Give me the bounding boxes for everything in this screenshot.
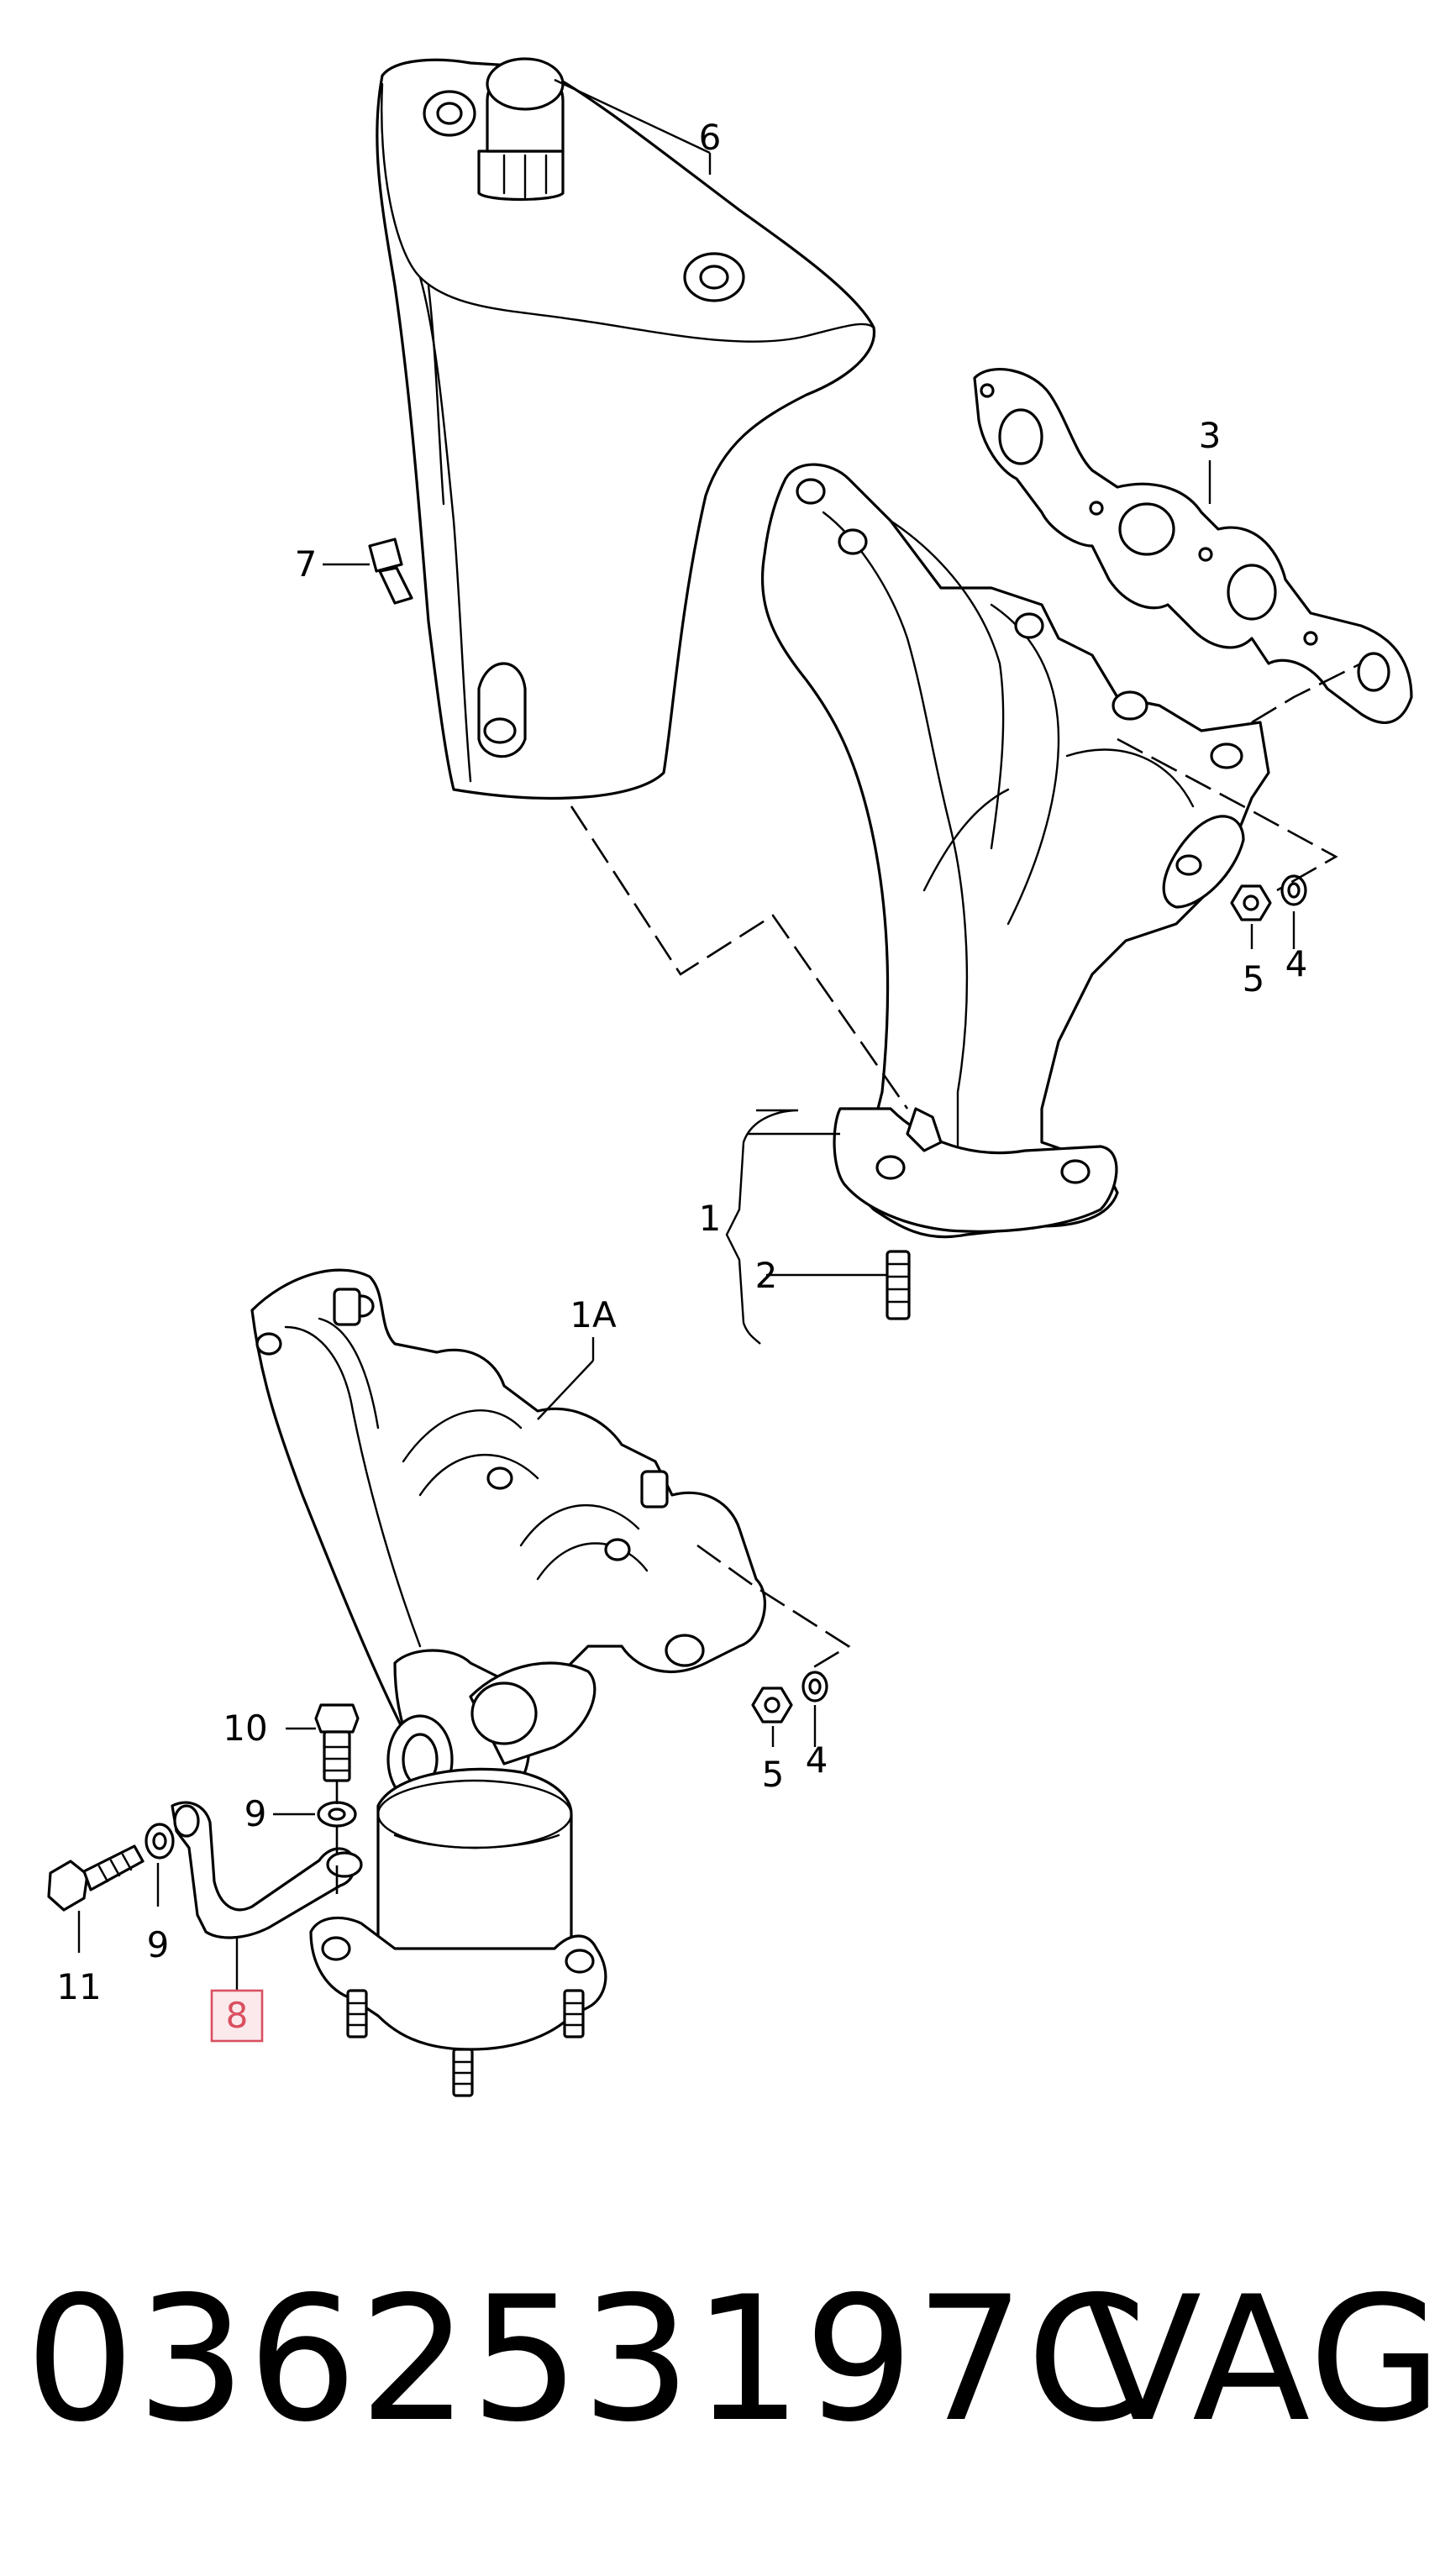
heat-shield — [376, 57, 876, 800]
nut-and-washer-top — [1230, 874, 1307, 921]
callout-8: 8 — [226, 1995, 249, 2036]
callout-5-bottom: 5 — [762, 1754, 785, 1795]
bolt-upper — [368, 538, 413, 605]
exploded-parts-diagram: 6 3 7 5 4 1 2 1A 10 9 9 11 5 4 8 — [47, 57, 1413, 2097]
highlight-box-8 — [210, 1989, 264, 2043]
callout-11: 11 — [56, 1966, 101, 2007]
leader-lines — [77, 78, 1295, 1991]
callout-labels: 6 3 7 5 4 1 2 1A 10 9 9 11 5 4 8 — [56, 117, 1308, 2043]
assembly-dashed-lines — [335, 662, 1362, 1898]
bolt-11-and-washer — [47, 1823, 175, 1912]
nut-and-washer-bottom — [751, 1671, 828, 1723]
callout-9-left: 9 — [147, 1924, 170, 1965]
stud — [886, 1250, 911, 1320]
brand-name: VAG — [1084, 2260, 1440, 2460]
callout-2: 2 — [755, 1255, 778, 1296]
bolt-10-and-washer — [314, 1703, 360, 1828]
callout-5-top: 5 — [1243, 958, 1265, 999]
catalytic-manifold — [250, 1268, 766, 2097]
callout-10: 10 — [223, 1708, 267, 1749]
callout-1a: 1A — [570, 1294, 617, 1335]
part-number: 036253197C — [25, 2260, 1148, 2460]
callout-4-top: 4 — [1285, 943, 1308, 984]
callout-3: 3 — [1199, 415, 1222, 456]
callout-4-bottom: 4 — [806, 1739, 828, 1781]
part-number-caption: 036253197C VAG — [25, 2259, 1440, 2461]
callout-9-right: 9 — [244, 1793, 267, 1834]
support-bracket — [171, 1801, 363, 1939]
callout-6: 6 — [699, 117, 722, 158]
callout-1: 1 — [699, 1198, 722, 1239]
exhaust-manifold — [760, 463, 1270, 1239]
manifold-gasket — [973, 368, 1413, 724]
callout-7: 7 — [295, 543, 318, 585]
